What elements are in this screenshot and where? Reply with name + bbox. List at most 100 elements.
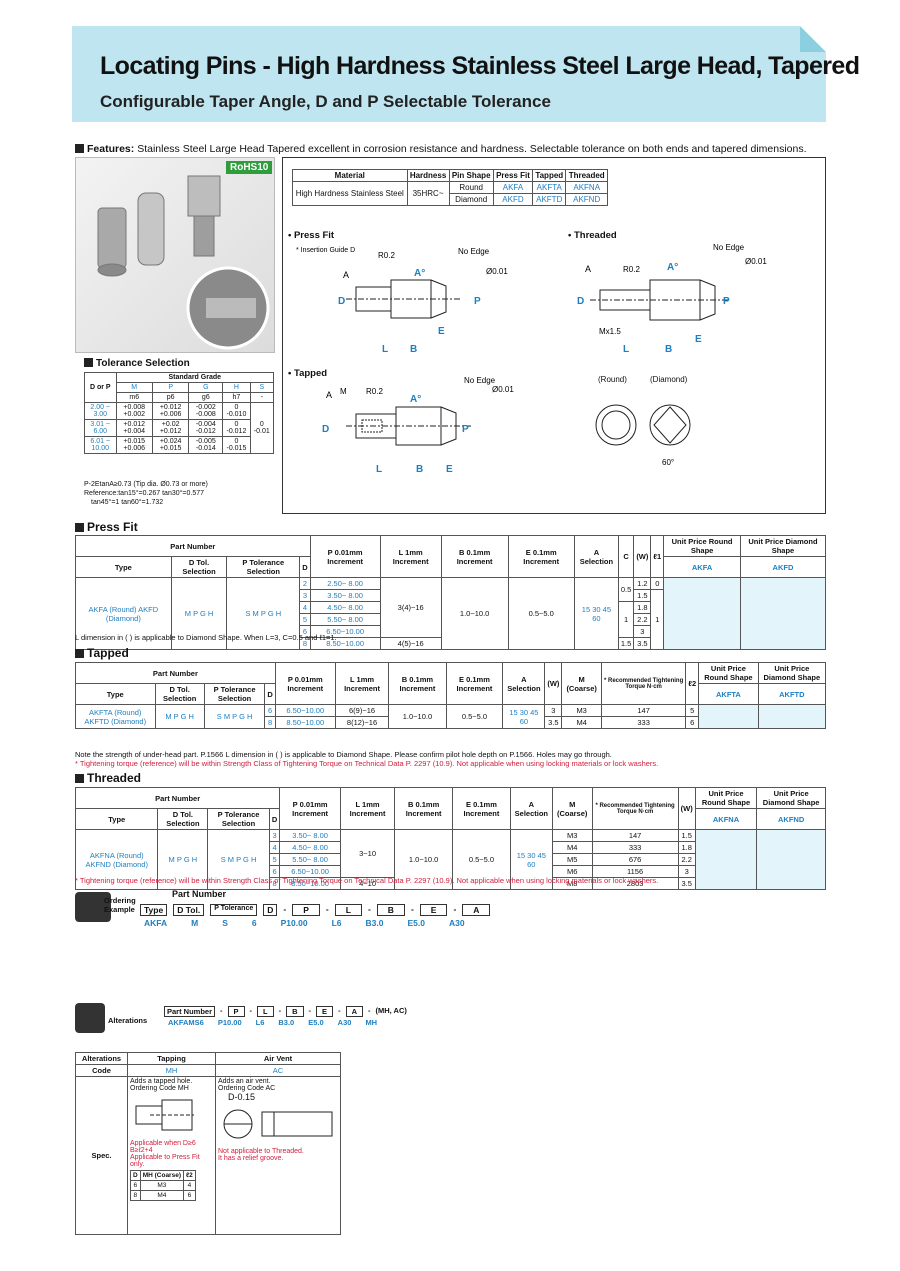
price-round-cell [698, 704, 759, 729]
tapped-p-label: P [462, 424, 469, 435]
tol-p: +0.024 +0.015 [151, 436, 190, 454]
alterations-columns: Part Number -P -L -B -E -A -(MH, AC) [164, 1006, 407, 1017]
press-w: 1.5 [633, 589, 652, 602]
th-e: E 0.1mm Increment [452, 787, 511, 830]
l-dim-label: L [382, 344, 388, 355]
tapped-e: 0.5~5.0 [445, 704, 504, 729]
price-diamond-cell [739, 577, 827, 650]
ordering-part-number-label: Part Number [172, 889, 227, 899]
tapped-torque: 333 [600, 716, 687, 729]
press-c: 1.5 [617, 637, 635, 650]
tapped-a: 15 30 45 60 [502, 704, 546, 729]
threaded-d: 3 [268, 829, 281, 842]
diamond-view-label: (Diamond) [650, 375, 688, 384]
th-m: M (Coarse) [551, 787, 593, 830]
press-l1: 0 [650, 577, 665, 590]
ordering-values: AKFA M S 6 P10.00 L6 B3.0 E5.0 A30 [144, 918, 465, 928]
alterations-col: B [286, 1006, 304, 1017]
th-ptol: P Tolerance Selection [226, 556, 301, 578]
press-l: 3(4)~16 [379, 577, 442, 638]
threaded-p: 3.50~ 8.00 [279, 829, 341, 842]
std-grade-header: Standard Grade [115, 372, 275, 383]
round-view-label: (Round) [598, 375, 627, 384]
th-p: P 0.01mm Increment [279, 787, 341, 830]
threaded-p: 4.50~ 8.00 [279, 841, 341, 854]
code-akfta: AKFTA [532, 181, 567, 194]
tapped-title-text: Tapped [87, 646, 129, 660]
tapped-section-title: Tapped [75, 646, 129, 660]
threaded-l: 3~10 [339, 829, 396, 878]
hardness-header: Hardness [406, 169, 450, 182]
threaded-l-label: L [623, 344, 629, 355]
th-price-diamond: Unit Price Diamond Shape [756, 787, 826, 809]
product-photo [75, 157, 275, 353]
ordering-icon [75, 892, 111, 922]
flatness-text: Ø0.01 [486, 267, 508, 276]
alterations-col: A [345, 1006, 363, 1017]
alterations-value: A30 [337, 1018, 352, 1027]
section-views: 60° [595, 404, 691, 467]
mini-td: M3 [139, 1180, 185, 1191]
tapped-l: 8(12)~16 [334, 716, 390, 729]
th-code-round: AKFA [663, 556, 741, 578]
th-w: (W) [633, 535, 652, 578]
ordering-col: L [334, 904, 362, 916]
threaded-p-label: P [723, 296, 730, 307]
press-b: 1.0~10.0 [440, 577, 509, 650]
press-d: 3 [299, 589, 311, 602]
tapped-a-angle: A° [410, 394, 421, 405]
th-dtol: D Tol. Selection [154, 683, 205, 705]
tap-note: Applicable when D≥6 [130, 1140, 196, 1147]
alterations-col: E [316, 1006, 334, 1017]
a-angle-label: A° [414, 268, 425, 279]
ordering-columns: Type D Tol. P Tolerance D - P - L - B - … [140, 904, 491, 916]
ordering-col: D Tol. [173, 904, 205, 916]
tapped-l2: 5 [685, 704, 700, 717]
press-d: 2 [299, 577, 311, 590]
material-table: Material Hardness Pin Shape Press Fit Ta… [292, 169, 608, 206]
price-round-cell [694, 829, 758, 890]
threaded-torque: 333 [591, 841, 679, 854]
th-w: (W) [677, 787, 696, 830]
th-price-diamond: Unit Price Diamond Shape [757, 662, 827, 684]
th-part-number: Part Number [75, 662, 276, 684]
th-torque: * Recommended Tightening Torque N·cm [591, 787, 679, 830]
press-d: 8 [299, 637, 311, 650]
mini-th: ℓ2 [183, 1170, 196, 1181]
th-b: B 0.1mm Increment [388, 662, 447, 705]
grade-m: M [115, 382, 153, 393]
dorp-header: D or P [84, 372, 117, 403]
alterations-value: AKFAMS6 [168, 1018, 204, 1027]
p-dim-label: P [474, 296, 481, 307]
th-p: P 0.01mm Increment [309, 535, 381, 578]
alterations-value: E5.0 [308, 1018, 324, 1027]
price-round-cell [663, 577, 741, 650]
tapped-l2: 6 [685, 716, 700, 729]
th-dtol: D Tol. Selection [157, 808, 209, 830]
tolerance-note: P-2EtanA≥0.73 (Tip dia. Ø0.73 or more) [84, 481, 208, 488]
tapped-no-edge: No Edge [464, 376, 496, 385]
threaded-e: 0.5~5.0 [452, 829, 511, 890]
section-bullet [75, 649, 84, 658]
th-l: L 1mm Increment [339, 787, 396, 830]
threaded-p: 5.50~ 8.00 [279, 853, 341, 866]
tol-h: 0 -0.010 [222, 402, 251, 420]
th-code-round: AKFNA [694, 808, 758, 830]
tap-note: Applicable to Press Fit only. [130, 1154, 200, 1168]
threaded-torque: 676 [591, 853, 679, 866]
tolerance-notes: P-2EtanA≥0.73 (Tip dia. Ø0.73 or more) R… [84, 480, 208, 507]
threaded-no-edge: No Edge [713, 243, 745, 252]
vent-desc: Adds an air vent. [218, 1078, 271, 1085]
th-ptol: P Tolerance Selection [207, 808, 270, 830]
header-fold [800, 26, 826, 52]
insertion-guide-text: * Insertion Guide D [296, 247, 355, 254]
press-l1: 1 [650, 589, 665, 650]
tapped-l: 6(9)~16 [334, 704, 390, 717]
tolerance-note: Reference:tan15°=0.267 tan30°=0.577 [84, 490, 205, 497]
threaded-w: 2.2 [677, 853, 696, 866]
th-l: L 1mm Increment [334, 662, 390, 705]
th-a: A Selection [573, 535, 619, 578]
code-akfnd: AKFND [565, 193, 608, 206]
ordering-value: P10.00 [280, 918, 308, 928]
threaded-dtol-cell: M P G H [157, 829, 209, 890]
